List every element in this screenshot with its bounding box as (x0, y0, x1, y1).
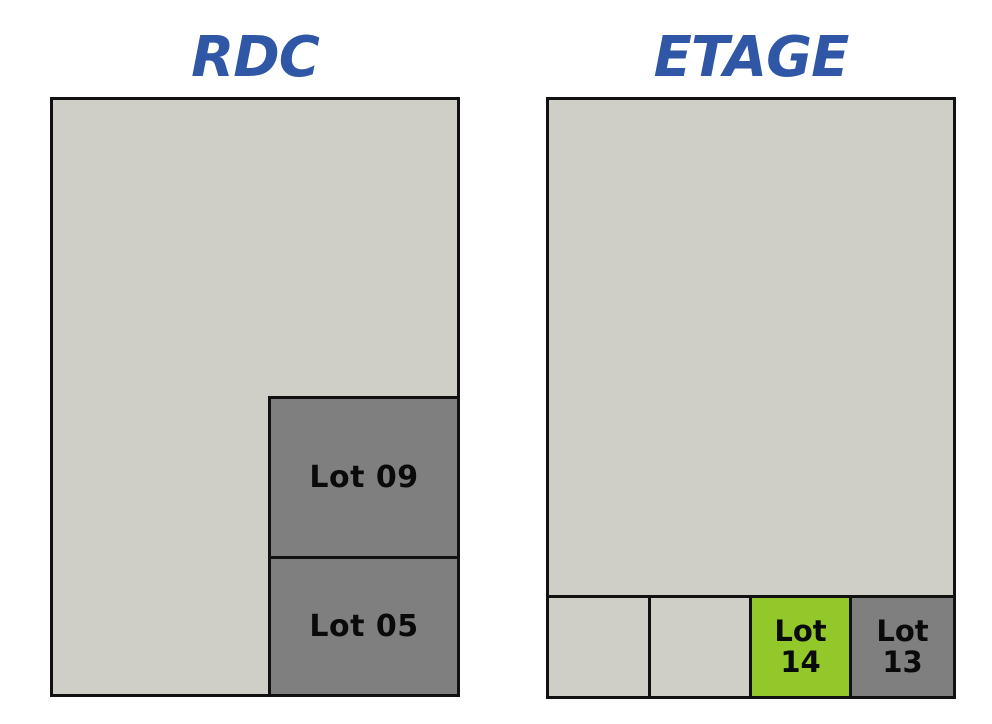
floor-plan-rdc: Lot 09 Lot 05 (50, 97, 460, 697)
lot-14[interactable]: Lot 14 (749, 595, 852, 699)
floor-title-rdc: RDC (191, 25, 320, 90)
lot-14-label: Lot 14 (774, 614, 827, 679)
floor-title-etage: ETAGE (653, 25, 850, 90)
lot-05[interactable]: Lot 05 (268, 556, 460, 697)
floor-plan-etage: Lot 14 Lot 13 (546, 97, 956, 699)
lot-13-label: Lot 13 (876, 614, 929, 679)
etage-unit-1[interactable] (546, 595, 651, 699)
lot-09[interactable]: Lot 09 (268, 396, 460, 559)
lot-05-label: Lot 05 (309, 609, 419, 644)
etage-unit-2[interactable] (648, 595, 752, 699)
lot-09-label: Lot 09 (309, 460, 419, 495)
lot-13[interactable]: Lot 13 (849, 595, 956, 699)
